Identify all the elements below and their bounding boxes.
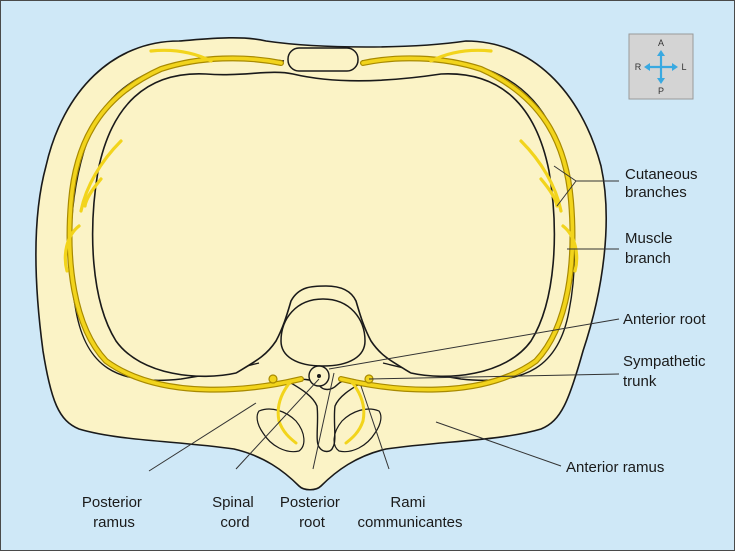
compass-label-right: L <box>681 62 686 72</box>
sternum <box>288 48 358 71</box>
label-anterior-root: Anterior root <box>623 311 706 328</box>
compass-label-bottom: P <box>658 86 664 96</box>
label-cutaneous-branches: Cutaneous branches <box>625 166 702 201</box>
label-posterior-ramus: Posterior ramus <box>82 494 146 531</box>
compass-label-top: A <box>658 38 664 48</box>
central-canal <box>317 374 321 378</box>
label-spinal-cord: Spinal cord <box>212 494 258 531</box>
label-sympathetic-trunk: Sympathetic trunk <box>623 353 710 390</box>
label-muscle-branch: Muscle branch <box>625 230 677 267</box>
vertebral-body <box>281 299 365 366</box>
compass-label-left: R <box>635 62 642 72</box>
sympathetic-ganglion-left <box>269 375 277 383</box>
label-anterior-ramus: Anterior ramus <box>566 459 664 476</box>
label-rami-communicantes: Rami communicantes <box>357 494 462 531</box>
orientation-compass: A P R L <box>629 34 693 99</box>
label-posterior-root: Posterior root <box>280 494 344 531</box>
